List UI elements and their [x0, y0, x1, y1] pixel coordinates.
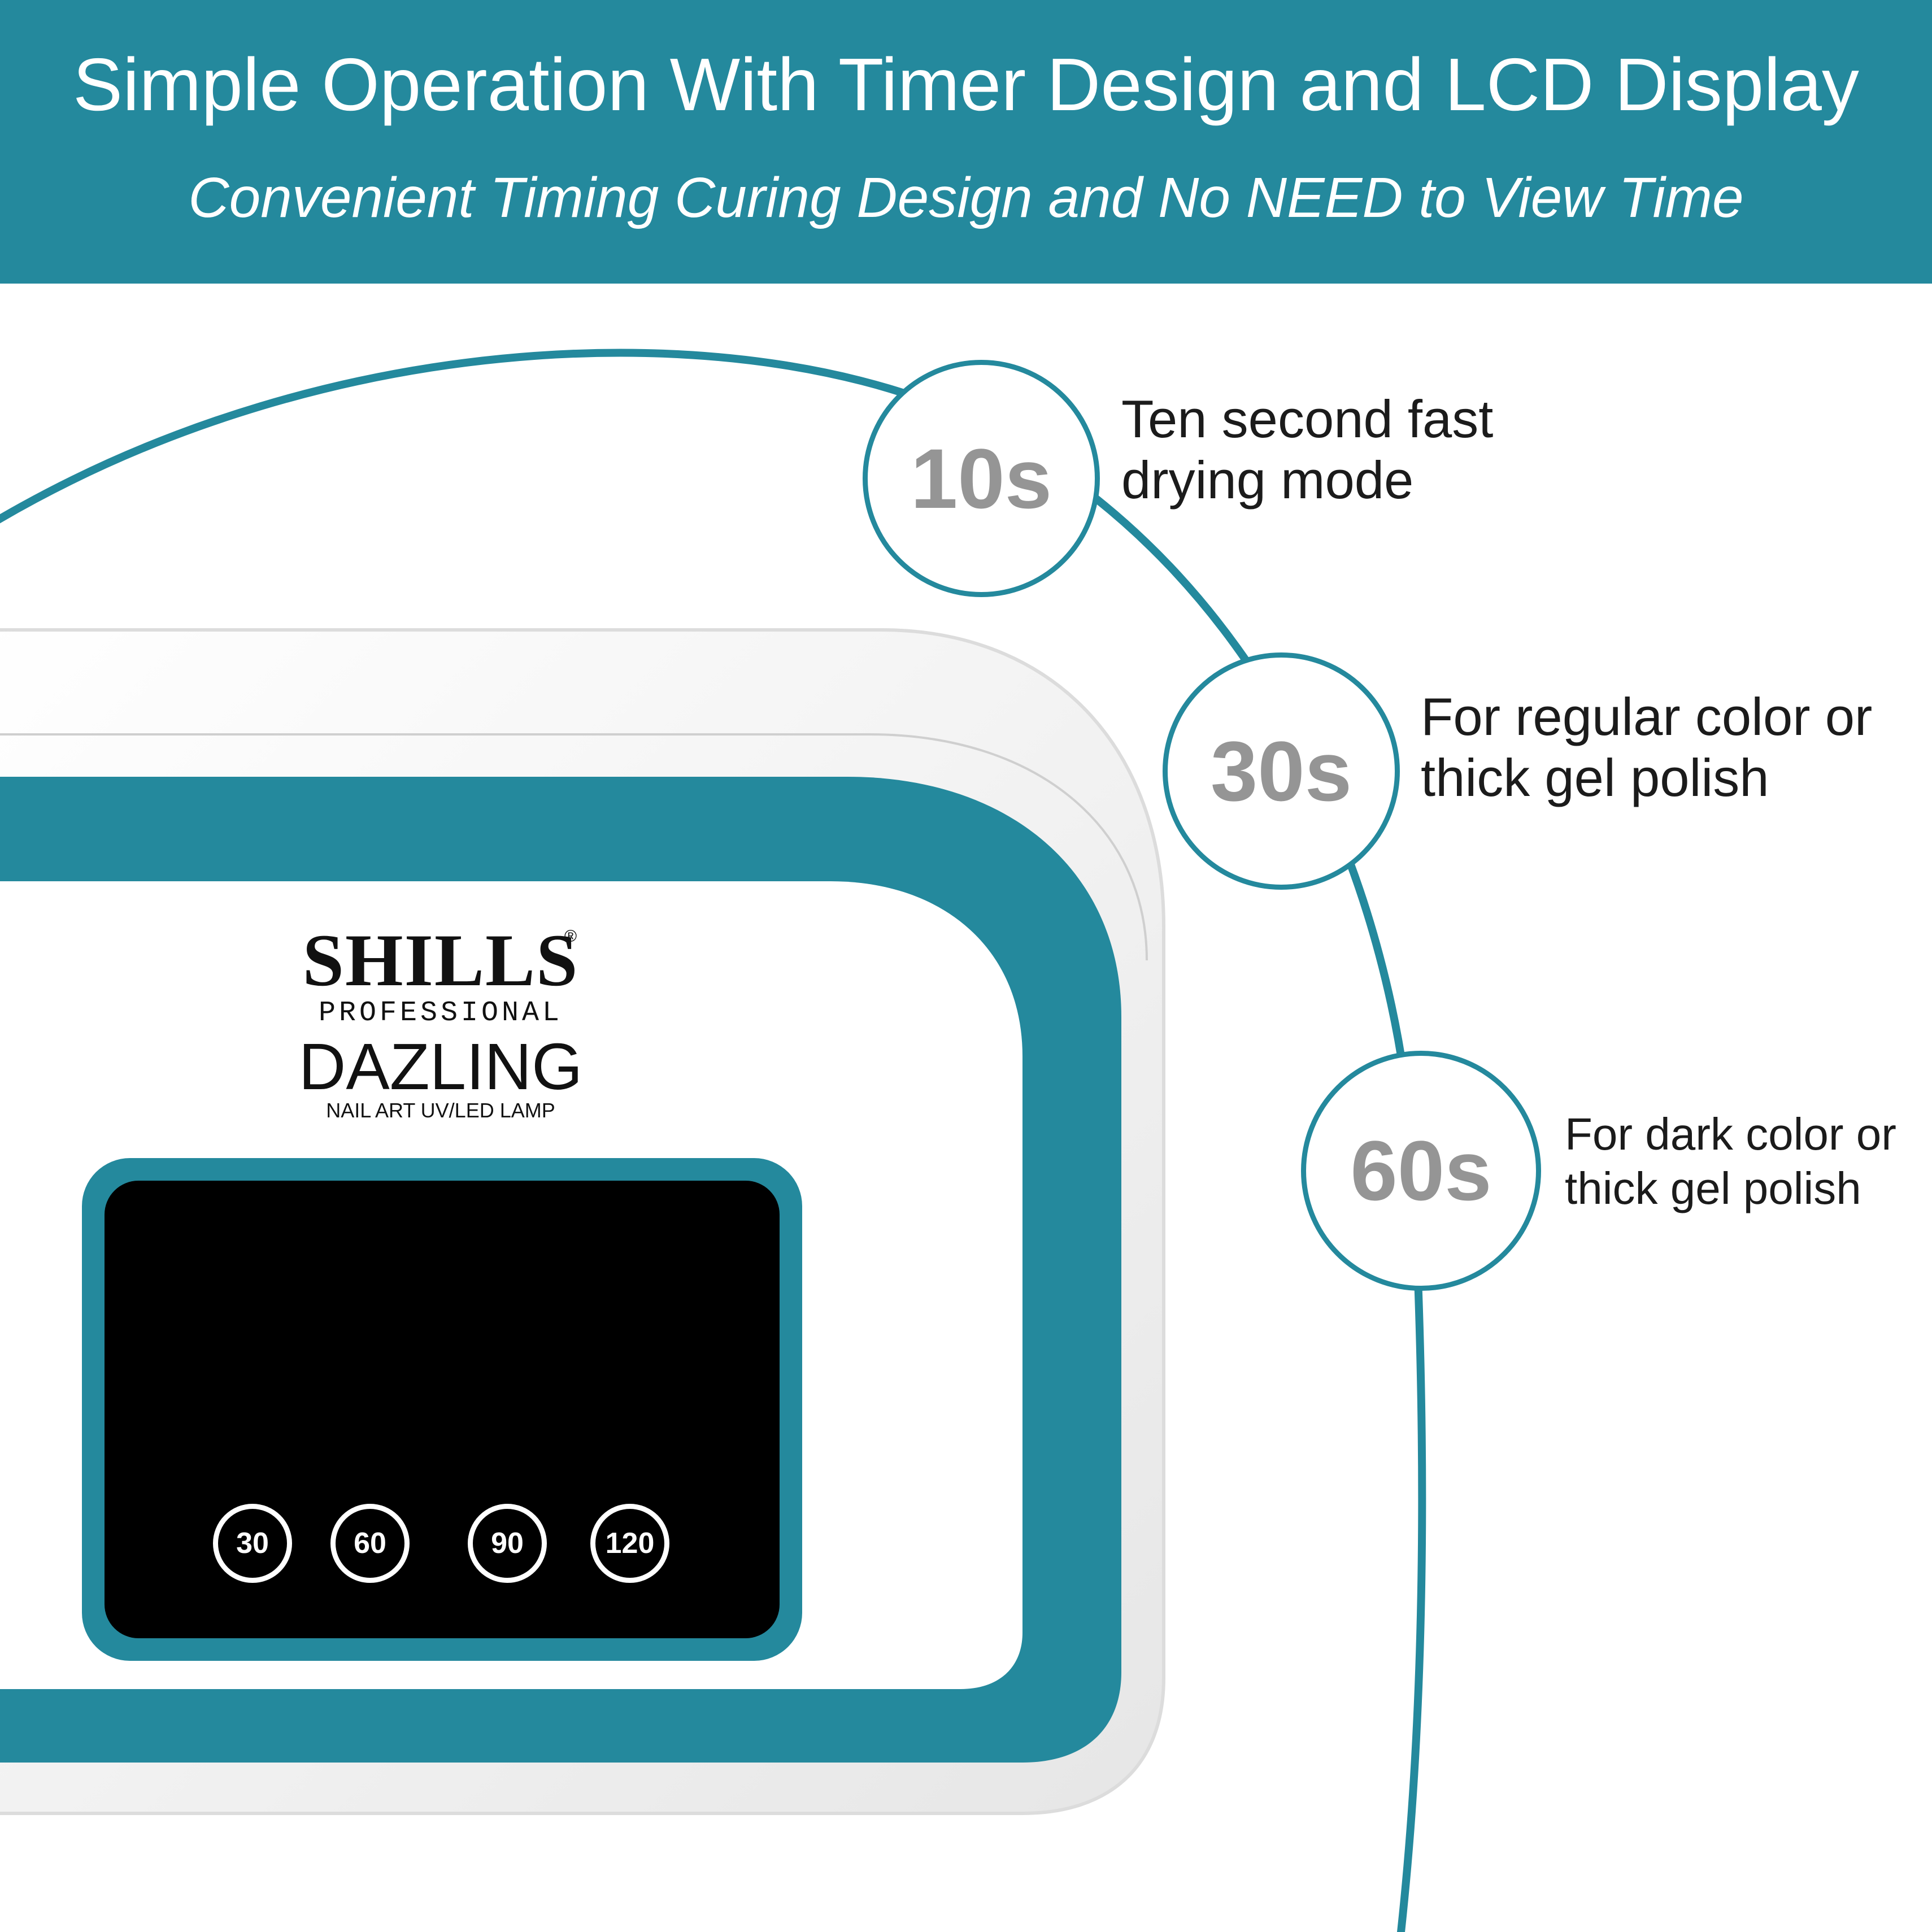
badge-label: 60s [1350, 1123, 1492, 1218]
brand-logo: SHILLS [302, 919, 579, 1002]
badge-label: 30s [1210, 723, 1352, 819]
feature-line: For regular color or [1421, 687, 1873, 746]
feature-line: thick gel polish [1565, 1163, 1861, 1213]
header-banner: Simple Operation With Timer Design and L… [0, 0, 1932, 284]
badge-label: 10s [910, 430, 1052, 526]
lcd-screen [105, 1181, 780, 1638]
model-name: DAZLING [298, 1030, 583, 1103]
brand-line: PROFESSIONAL [318, 997, 563, 1029]
product-description: NAIL ART UV/LED LAMP [326, 1099, 555, 1122]
timer-button-60: 60 [330, 1504, 410, 1583]
feature-line: drying mode [1121, 450, 1414, 510]
vent-grille [1048, 977, 1104, 1689]
badge-60s: 60s [1301, 1051, 1541, 1291]
banner-subtitle: Convenient Timing Curing Design and No N… [188, 166, 1744, 229]
feature-description: Ten second fast drying mode [1121, 389, 1493, 511]
timer-button-120: 120 [590, 1504, 669, 1583]
feature-line: Ten second fast [1121, 389, 1494, 449]
feature-description: For regular color or thick gel polish [1421, 686, 1872, 808]
feature-line: For dark color or [1565, 1109, 1896, 1159]
timer-button-90: 90 [468, 1504, 547, 1583]
badge-30s: 30s [1163, 652, 1400, 890]
feature-description: For dark color or thick gel polish [1565, 1107, 1896, 1216]
registered-mark: ® [564, 927, 577, 946]
feature-line: thick gel polish [1421, 748, 1769, 807]
badge-10s: 10s [863, 360, 1100, 597]
banner-title: Simple Operation With Timer Design and L… [73, 43, 1859, 126]
timer-button-30: 30 [213, 1504, 292, 1583]
